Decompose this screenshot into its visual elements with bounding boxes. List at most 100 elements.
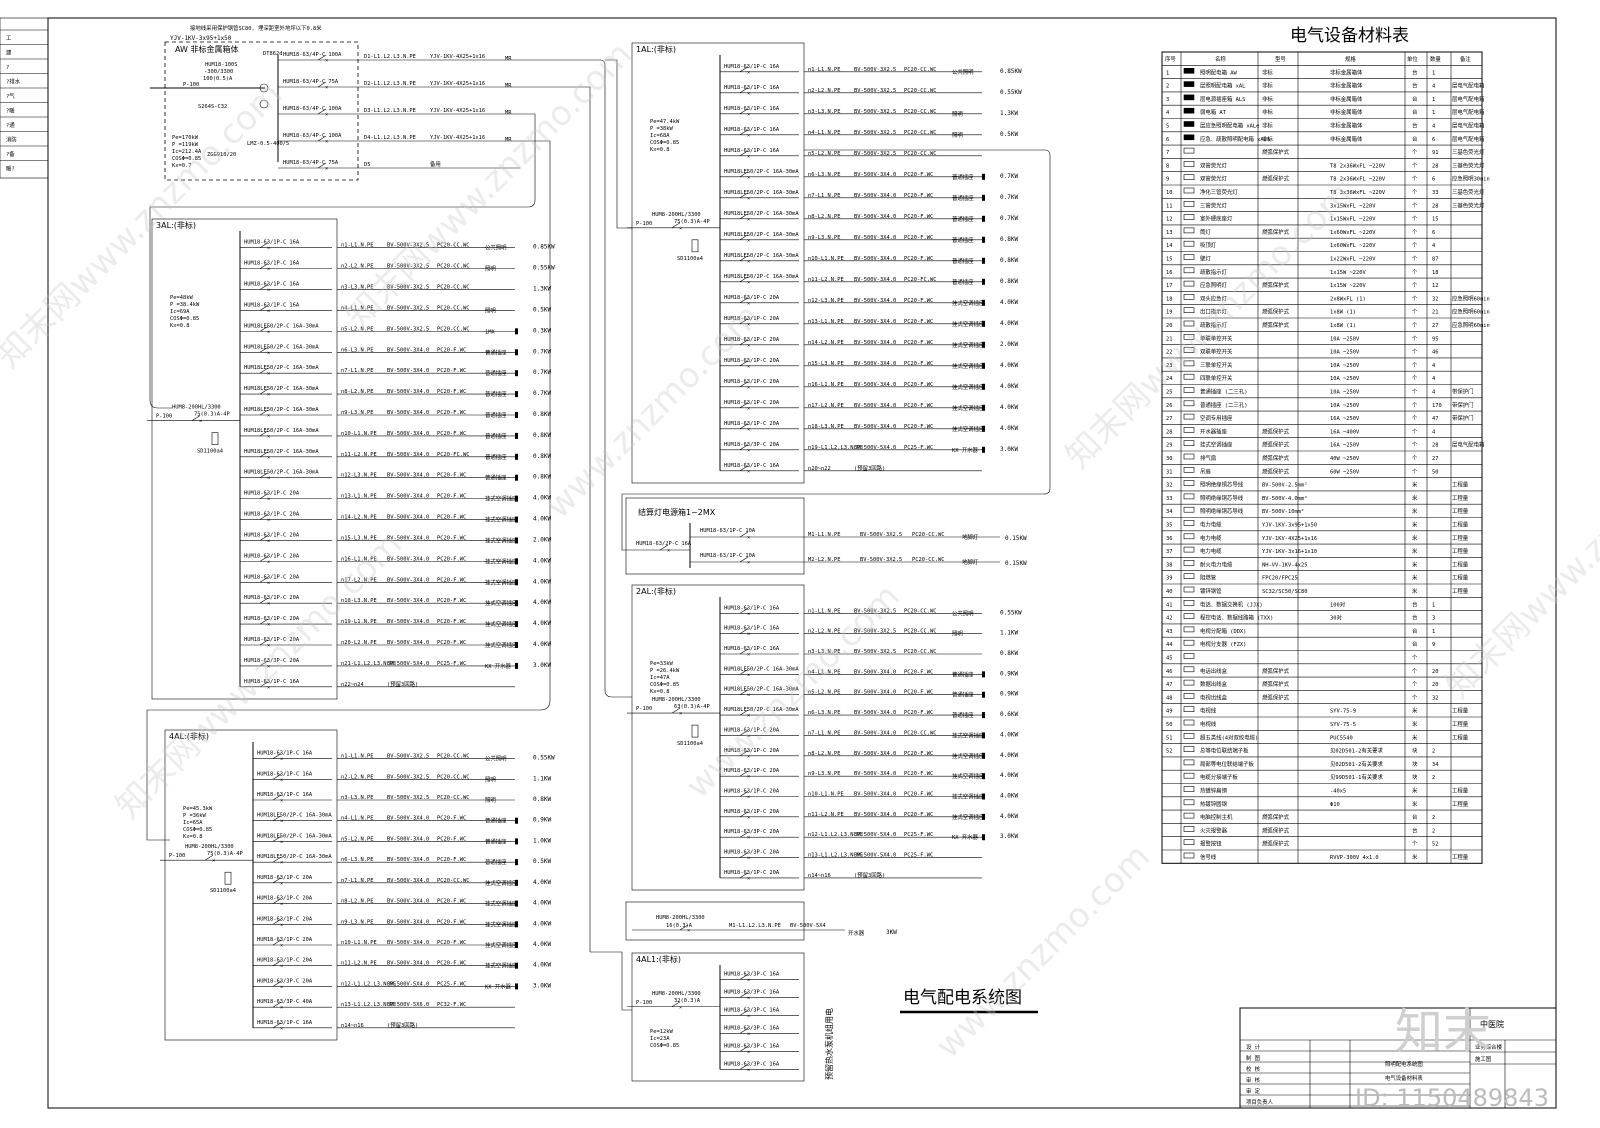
aw-breaker-label: HUM18-63/4P-C 100A bbox=[283, 106, 342, 112]
table-cell-unit: 米 bbox=[1412, 707, 1418, 715]
load-terminal bbox=[515, 453, 518, 460]
table-cell-name: 双管荧光灯 bbox=[1200, 161, 1228, 169]
table-cell-remark: 三基色荧光灯 bbox=[1452, 201, 1485, 209]
branch-breaker: HUM18-63/1P-C 16A bbox=[724, 64, 780, 70]
breaker-symbol bbox=[317, 162, 327, 169]
breaker-cross: × bbox=[267, 476, 270, 482]
branch-circuit: n19-L1.L2.L3.N.PE bbox=[808, 445, 863, 451]
load-terminal bbox=[982, 362, 985, 369]
legend-symbol-icon bbox=[1183, 347, 1195, 353]
table-cell-spec: 1x15WxFL ~220V bbox=[1330, 217, 1376, 223]
load-terminal bbox=[982, 691, 985, 698]
table-cell-unit: 米 bbox=[1412, 574, 1418, 582]
mx-use: 地脚灯 bbox=[962, 533, 979, 541]
breaker-cross: × bbox=[747, 1031, 750, 1037]
panel-label: 1AL:(非标) bbox=[636, 44, 676, 54]
branch-use: 照明 bbox=[952, 631, 963, 638]
load-terminal bbox=[515, 621, 518, 628]
aw-dest: MR bbox=[505, 56, 512, 62]
branch-load: 0.8KW bbox=[1000, 278, 1018, 285]
table-cell-qty: 1 bbox=[1432, 97, 1435, 103]
branch-breaker: HUM18LE50/2P-C 16A-30mA bbox=[244, 449, 319, 455]
breaker-symbol bbox=[259, 639, 269, 646]
aw-param: P-100 bbox=[183, 82, 199, 88]
branch-conduit: PC20-CC.WC bbox=[437, 326, 469, 332]
mx-label: 结算灯电源箱1~2MX bbox=[638, 507, 716, 517]
table-cell-name: 吊扇 bbox=[1200, 467, 1211, 475]
branch-cable: BV-500V-5X4.0 bbox=[387, 661, 429, 667]
image-id-label: ID: 1150489843 bbox=[1355, 1084, 1549, 1112]
branch-load: 4.0KW bbox=[533, 557, 551, 564]
load-terminal bbox=[515, 942, 518, 948]
table-cell-unit: 个 bbox=[1412, 349, 1418, 356]
breaker-cross: × bbox=[747, 693, 750, 699]
table-cell-remark: 三基色荧光灯 bbox=[1452, 161, 1485, 169]
branch-breaker: HUM18-63/1P-C 20A bbox=[724, 337, 780, 343]
branch-conduit: PC20-F.WC bbox=[437, 515, 466, 521]
table-cell-qty: 52 bbox=[1432, 842, 1439, 848]
load-terminal bbox=[515, 370, 518, 377]
kx-breaker: HUM8-200HL/3300 bbox=[656, 915, 705, 921]
table-cell-name: 电话出线盒 bbox=[1200, 667, 1228, 675]
load-terminal bbox=[515, 859, 518, 866]
branch-cable: BV-500V-3X4.0 bbox=[387, 556, 429, 562]
table-cell-model: BV-500V-4.0mm² bbox=[1262, 495, 1307, 502]
breaker-cross: × bbox=[267, 392, 270, 398]
branch-breaker: HUM18-63/3P-C 40A bbox=[257, 999, 313, 1005]
branch-conduit: PC25-F.WC bbox=[904, 445, 933, 451]
branch-cable: BV-500V-3X4.0 bbox=[854, 751, 896, 757]
panel-param: Kx=0.8 bbox=[170, 323, 189, 329]
breaker-symbol bbox=[671, 707, 681, 714]
branch-conduit: PC20-F.WC bbox=[904, 771, 933, 777]
panel-param: P =38.4kW bbox=[170, 302, 200, 308]
branch-conduit: PC20-F.WC bbox=[437, 410, 466, 416]
table-cell-qty: 3 bbox=[1432, 616, 1435, 622]
table-cell-qty: 15 bbox=[1432, 217, 1439, 223]
breaker-cross: × bbox=[267, 350, 270, 356]
breaker-symbol bbox=[272, 960, 282, 966]
table-cell-qty: 4 bbox=[1432, 243, 1435, 249]
breaker-cross: × bbox=[280, 798, 283, 804]
table-cell-remark: 工程量 bbox=[1452, 733, 1469, 741]
branch-circuit: n8-L2.N.PE bbox=[808, 214, 840, 220]
table-cell-index: 5 bbox=[1166, 124, 1169, 130]
breaker-cross: × bbox=[747, 70, 750, 76]
table-cell-remark: 应急照明60min bbox=[1452, 294, 1490, 302]
table-cell-unit: 个 bbox=[1412, 242, 1418, 249]
header-note-cable: YJV-1KV-3x95+1x50 bbox=[170, 35, 232, 42]
branch-conduit: PC20-F.WC bbox=[437, 961, 466, 967]
branch-cable: BV-500V-3X4.0 bbox=[854, 235, 896, 241]
legend-symbol-icon bbox=[1183, 706, 1195, 713]
breaker-symbol bbox=[259, 367, 269, 374]
margin-label: 暖? bbox=[6, 165, 15, 173]
tb-org: 中医院 bbox=[1480, 1019, 1504, 1029]
panel-param: Pe=47.4kW bbox=[650, 119, 680, 125]
legend-symbol-icon bbox=[1183, 387, 1195, 393]
table-cell-index: 19 bbox=[1166, 310, 1173, 316]
table-cell-remark: 带保护门 bbox=[1452, 401, 1474, 409]
branch-circuit: n6-L3.N.PE bbox=[808, 172, 840, 178]
branch-breaker: HUM18-63/1P-C 20A bbox=[244, 637, 300, 643]
watermark-text: 知末网www.znzmo.com bbox=[1438, 404, 1600, 706]
breaker-symbol bbox=[739, 689, 749, 695]
table-cell-unit: 台 bbox=[1412, 95, 1417, 103]
branch-circuit: n17-L2.N.PE bbox=[808, 403, 844, 409]
table-cell-name: 报警按钮 bbox=[1200, 840, 1222, 848]
surge-protector-label: SD1100a4 bbox=[677, 256, 703, 262]
branch-conduit: PC20-F.WC bbox=[904, 340, 933, 346]
branch-load: 4.0KW bbox=[1000, 320, 1018, 327]
left-margin-strip bbox=[0, 17, 49, 179]
legend-symbol-icon bbox=[1183, 799, 1195, 806]
aw-param: HUM18-100S bbox=[205, 62, 237, 68]
table-cell-model: 燃弧保护式 bbox=[1262, 680, 1290, 688]
aw-breaker-label: HUM18-63/4P-C 100A bbox=[283, 52, 342, 58]
branch-cable: BV-500V-3X4.0 bbox=[854, 792, 896, 798]
branch-load: 3.0KW bbox=[1000, 446, 1018, 453]
table-cell-qty: 4 bbox=[1432, 124, 1435, 130]
table-cell-unit: 米 bbox=[1412, 481, 1418, 489]
breaker-cross: × bbox=[679, 711, 682, 717]
branch-cable: BV-500V-3X4.0 bbox=[854, 403, 896, 409]
table-cell-name: 室外硬底座灯 bbox=[1200, 215, 1233, 223]
